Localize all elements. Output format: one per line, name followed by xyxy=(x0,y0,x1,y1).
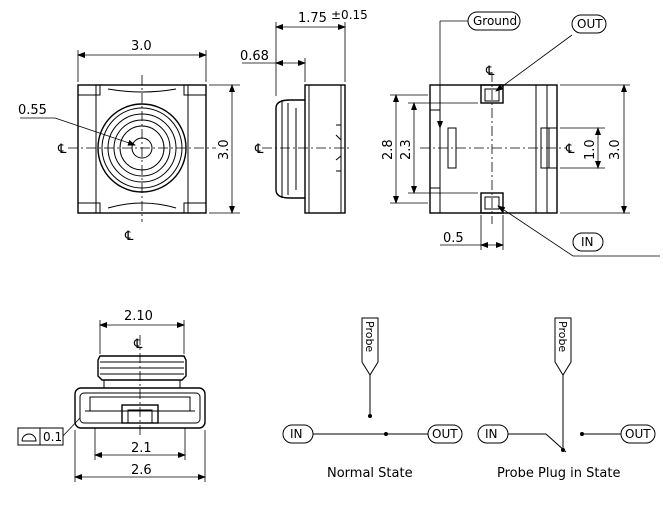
hole-dim-label: 0.55 xyxy=(18,103,47,118)
hole-leader xyxy=(54,117,136,146)
fv-inner-dim-label: 2.1 xyxy=(131,441,152,456)
top-view-notch-tl xyxy=(77,85,101,96)
plugged-probe-label: Probe xyxy=(556,321,569,352)
bottom-view: ℄ ℄ 3.0 1.0 2.8 2.3 0.5 Ground OU xyxy=(381,11,660,257)
fv-outer-dim-label: 2.6 xyxy=(131,463,152,478)
side-view-latch-marks xyxy=(335,124,342,172)
top-view-notch-bl xyxy=(77,202,101,213)
plugged-in-label: IN xyxy=(485,427,498,441)
top-width-label: 3.0 xyxy=(131,39,152,54)
top-view-top-latch xyxy=(107,88,177,93)
depth-tolerance-label: ±0.15 xyxy=(331,8,368,22)
ground-callout-label: Ground xyxy=(473,14,517,28)
bottom-view-cl-symbol-right: ℄ xyxy=(565,142,575,157)
schematic-normal: IN OUT Probe Normal State xyxy=(282,317,463,481)
out-callout-label: OUT xyxy=(577,17,603,31)
side-view: ℄ 1.75 ±0.15 0.68 xyxy=(240,8,368,214)
bottom-view-body xyxy=(429,84,558,214)
normal-out-label: OUT xyxy=(432,427,458,441)
in-leader xyxy=(497,205,660,257)
flatness-value: 0.1 xyxy=(43,430,62,444)
bottom-view-left-steps xyxy=(430,109,440,189)
normal-probe-label: Probe xyxy=(363,321,376,352)
bv-h30-label: 3.0 xyxy=(608,139,623,160)
front-plug-neck xyxy=(103,379,181,389)
normal-in-label: IN xyxy=(290,427,303,441)
top-view-cl-symbol-left: ℄ xyxy=(57,142,67,157)
out-leader xyxy=(495,34,573,92)
front-view-cl-symbol: ℄ xyxy=(133,337,143,352)
top-view: ℄ ℄ 3.0 3.0 0.55 xyxy=(18,39,240,244)
top-view-notch-br xyxy=(183,202,207,213)
flatness-leader xyxy=(62,417,81,437)
schematic-plugged: IN OUT Probe Probe Plug in State xyxy=(477,317,656,481)
side-view-plug xyxy=(275,99,305,199)
front-plug-top xyxy=(97,355,187,381)
side-view-body xyxy=(304,84,346,214)
in-callout-badge xyxy=(572,232,604,252)
bv-h28-label: 2.8 xyxy=(381,139,396,160)
out-callout-badge xyxy=(571,14,607,34)
bv-h10-label: 1.0 xyxy=(583,139,598,160)
normal-caption: Normal State xyxy=(327,466,413,481)
depth-dim-label: 1.75 xyxy=(298,11,327,26)
bv-h23-label: 2.3 xyxy=(399,139,414,160)
pad-width-label: 0.5 xyxy=(443,231,464,246)
plugged-caption: Probe Plug in State xyxy=(497,466,620,481)
plugged-probe-body xyxy=(554,317,572,376)
in-callout-label: IN xyxy=(581,235,594,249)
bottom-view-cl-symbol-top: ℄ xyxy=(485,64,495,79)
top-view-notch-tr xyxy=(183,85,207,96)
side-view-cl-symbol: ℄ xyxy=(254,142,264,157)
top-view-cl-symbol-bottom: ℄ xyxy=(124,229,134,244)
normal-probe-dot xyxy=(368,414,372,418)
top-height-label: 3.0 xyxy=(217,139,232,160)
normal-probe-body xyxy=(361,317,379,376)
profile-surface-icon xyxy=(21,433,37,442)
in-pad-inner xyxy=(484,196,500,210)
plug-dim-label: 0.68 xyxy=(240,49,269,64)
front-view: ℄ 2.10 2.1 2.6 0.1 xyxy=(17,309,206,482)
fv-top-dim-label: 2.10 xyxy=(124,309,153,324)
plugged-out-dot xyxy=(580,432,584,436)
plugged-probe-dot xyxy=(561,448,565,452)
normal-junction-dot xyxy=(384,432,388,436)
out-pad-inner xyxy=(484,88,500,102)
plugged-out-label: OUT xyxy=(625,427,651,441)
